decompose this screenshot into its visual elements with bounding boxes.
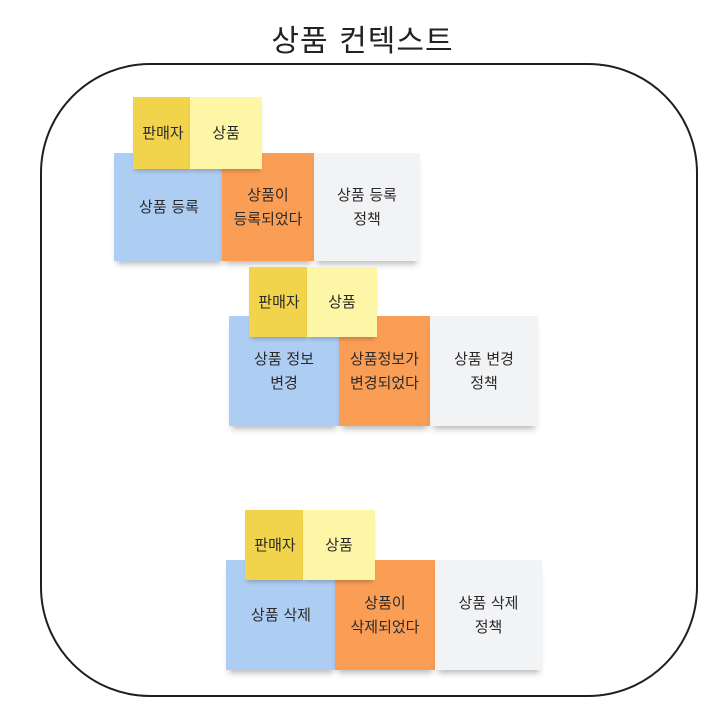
event-label: 상품정보가 변경되었다 — [349, 350, 419, 392]
actor-label: 판매자 — [254, 536, 296, 554]
command-label: 상품 삭제 — [251, 606, 311, 624]
actor-sticky[interactable]: 판매자 — [245, 510, 305, 580]
command-label: 상품 등록 — [139, 198, 199, 216]
event-label: 상품이 등록되었다 — [233, 186, 303, 228]
actor-label: 판매자 — [258, 293, 300, 311]
aggregate-sticky[interactable]: 상품 — [307, 267, 377, 337]
bounded-context-boundary — [40, 63, 698, 697]
event-sticky-registered[interactable]: 상품이 등록되었다 — [222, 153, 314, 261]
command-sticky-register[interactable]: 상품 등록 — [114, 153, 224, 261]
policy-sticky-change[interactable]: 상품 변경 정책 — [430, 316, 538, 426]
diagram-title: 상품 컨텍스트 — [271, 24, 454, 59]
aggregate-label: 상품 — [212, 124, 240, 142]
policy-sticky-register[interactable]: 상품 등록 정책 — [314, 153, 420, 261]
actor-label: 판매자 — [142, 124, 184, 142]
event-sticky-changed[interactable]: 상품정보가 변경되었다 — [339, 316, 430, 426]
command-label: 상품 정보 변경 — [254, 350, 314, 392]
aggregate-label: 상품 — [325, 536, 353, 554]
policy-label: 상품 변경 정책 — [454, 350, 514, 392]
event-sticky-deleted[interactable]: 상품이 삭제되었다 — [335, 560, 435, 670]
actor-sticky[interactable]: 판매자 — [133, 97, 193, 169]
actor-sticky[interactable]: 판매자 — [249, 267, 309, 337]
event-label: 상품이 삭제되었다 — [350, 594, 420, 636]
policy-label: 상품 삭제 정책 — [458, 594, 519, 636]
aggregate-sticky[interactable]: 상품 — [190, 97, 262, 169]
aggregate-sticky[interactable]: 상품 — [303, 510, 375, 580]
policy-sticky-delete[interactable]: 상품 삭제 정책 — [435, 560, 542, 670]
policy-label: 상품 등록 정책 — [337, 186, 397, 228]
aggregate-label: 상품 — [328, 293, 356, 311]
